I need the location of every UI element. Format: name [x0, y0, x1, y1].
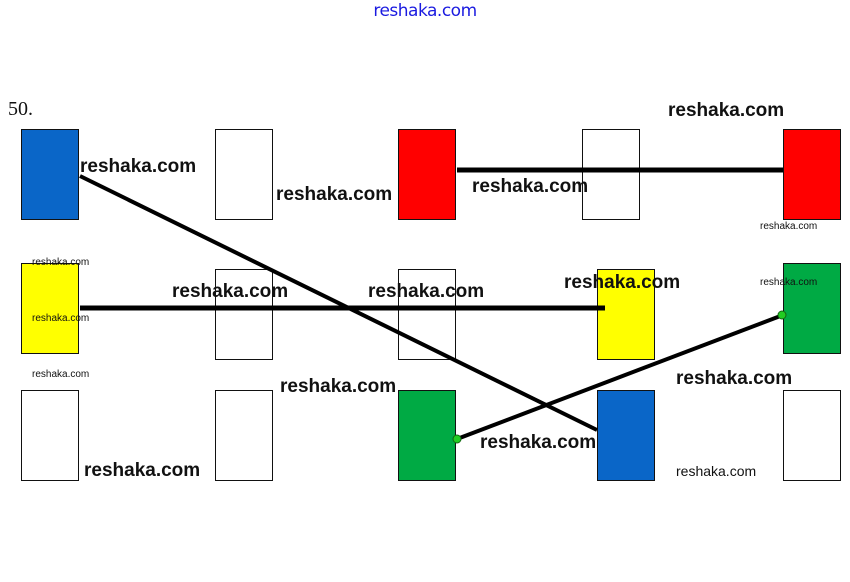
- green-node-left: [452, 434, 462, 444]
- watermark: reshaka.com: [280, 376, 397, 397]
- watermark: reshaka.com: [276, 184, 393, 205]
- cell-r1c3: [398, 129, 456, 220]
- watermark: reshaka.com: [84, 460, 201, 481]
- cell-r1c4: [582, 129, 640, 220]
- watermark: reshaka.com: [80, 156, 197, 177]
- cell-r2c1: [21, 263, 79, 354]
- header-site-link[interactable]: reshaka.com: [373, 1, 477, 21]
- cell-r2c5: [783, 263, 841, 354]
- watermark: reshaka.com: [676, 463, 757, 479]
- cell-r3c2: [215, 390, 273, 481]
- cell-r2c2: [215, 269, 273, 360]
- cell-r1c1: [21, 129, 79, 220]
- watermark: reshaka.com: [368, 281, 485, 302]
- cell-r3c3: [398, 390, 456, 481]
- cell-r2c4: [597, 269, 655, 360]
- watermark: reshaka.com: [564, 272, 681, 293]
- cell-r3c5: [783, 390, 841, 481]
- watermark: reshaka.com: [32, 369, 90, 380]
- connector-blue-to-blue: [79, 174, 598, 432]
- watermark: reshaka.com: [668, 100, 785, 121]
- watermark: reshaka.com: [172, 281, 289, 302]
- cell-r3c1: [21, 390, 79, 481]
- watermark: reshaka.com: [480, 432, 597, 453]
- problem-number: 50.: [8, 98, 33, 120]
- watermark: reshaka.com: [760, 221, 818, 232]
- watermark: reshaka.com: [676, 368, 793, 389]
- watermark: reshaka.com: [32, 257, 90, 268]
- watermark: reshaka.com: [760, 277, 818, 288]
- cell-r1c5: [783, 129, 841, 220]
- green-node-right: [777, 310, 787, 320]
- watermark: reshaka.com: [472, 176, 589, 197]
- watermark: reshaka.com: [32, 313, 90, 324]
- cell-r3c4: [597, 390, 655, 481]
- cell-r1c2: [215, 129, 273, 220]
- connector-green-to-green: [456, 313, 784, 441]
